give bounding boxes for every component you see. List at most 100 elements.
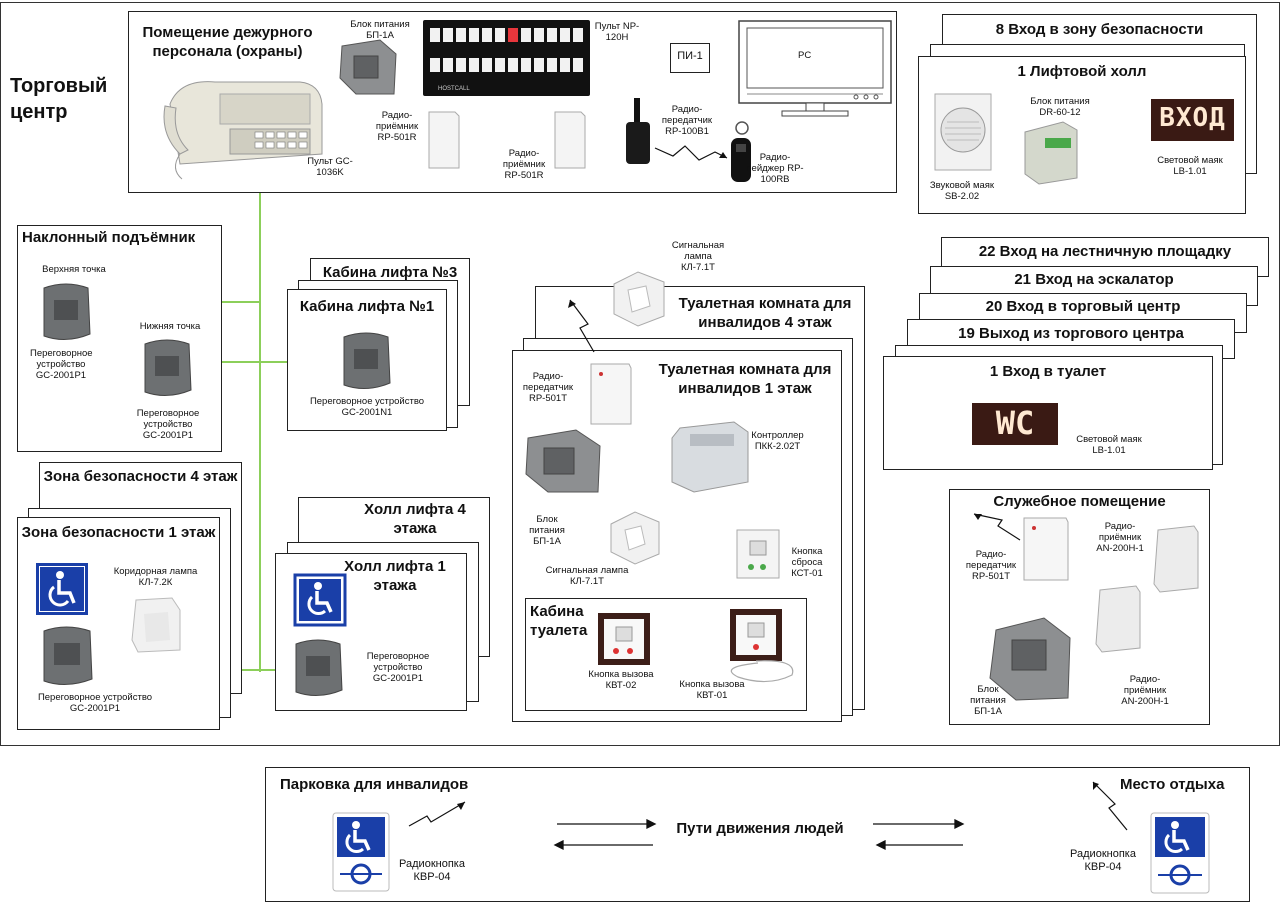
wc-light-beacon-label: Световой маяк LB-1.01 — [1076, 434, 1142, 456]
din-power-device — [1024, 121, 1078, 185]
radio-button-device — [1150, 812, 1210, 894]
signal-lamp-device — [610, 511, 660, 565]
radio-button-right-label: Радиокнопка КВР-04 — [1070, 848, 1136, 873]
safe-entry-front-title: 1 Лифтовой холл — [1017, 63, 1147, 80]
radio-signal-icon — [973, 513, 1021, 541]
paths-label: Пути движения людей — [676, 820, 844, 837]
power-supply-device — [339, 39, 397, 95]
toilet-power-label: Блок питания БП-1А — [529, 514, 565, 547]
safe-zone-device-label: Переговорное устройство GC-2001P1 — [37, 692, 153, 714]
light-beacon-label: Световой маяк LB-1.01 — [1157, 155, 1223, 177]
power-supply-device — [989, 617, 1071, 701]
vhod-sign — [1151, 99, 1234, 141]
radio-signal-icon — [568, 299, 595, 353]
entry-title-20: 20 Вход в торговый центр — [985, 298, 1181, 315]
security-power-label: Блок питания БП-1А — [350, 19, 410, 41]
top-point-label: Верхняя точка — [42, 264, 106, 275]
transmitter-box — [590, 363, 632, 425]
bottom-point-label: Нижняя точка — [139, 321, 201, 332]
corridor-lamp-device — [131, 597, 181, 653]
receiver1-label: Радио-приёмник RP-501R — [375, 110, 419, 143]
power-supply-device — [525, 429, 601, 493]
radio-signal-icon — [408, 801, 466, 827]
service-power-label: Блок питания БП-1А — [970, 684, 1006, 717]
np-panel-label: Пульт NP-120H — [594, 21, 640, 43]
rest-title: Место отдыха — [1120, 776, 1225, 793]
pager-device — [731, 121, 751, 182]
call-button-device — [598, 613, 650, 665]
path-arrows — [553, 818, 965, 851]
receiver-device — [1095, 585, 1141, 653]
pi-label: ПИ-1 — [677, 50, 703, 62]
transmitter-label: Радио-передатчик RP-100B1 — [661, 104, 713, 137]
radio-signal-icon — [1092, 781, 1128, 831]
wheelchair-symbol — [40, 567, 84, 611]
pager-label: Радио-пейджер RP-100RB — [746, 152, 804, 185]
dr-power-label: Блок питания DR-60-12 — [1030, 96, 1090, 118]
security-room-title: Помещение дежурного персонала (охраны) — [142, 24, 313, 60]
reset-button-device — [736, 529, 780, 579]
safe-entry-back-title: 8 Вход в зону безопасности — [995, 21, 1204, 38]
toilet-cabin-title: Кабина туалета — [530, 603, 588, 639]
main-title: Торговый центр — [10, 75, 108, 123]
safe-zone-front-title: Зона безопасности 1 этаж — [21, 524, 216, 541]
signal-lamp-device — [613, 271, 665, 327]
entry-box-1 — [883, 356, 1213, 470]
radio-button-device — [332, 812, 390, 892]
intercom-device — [144, 339, 192, 396]
call-button-device — [730, 609, 794, 683]
service-room — [949, 489, 1210, 725]
inclined-lift-title: Наклонный подъёмник — [22, 229, 196, 246]
wc-sign — [972, 403, 1058, 445]
np-panel-buttons — [430, 28, 583, 72]
vhod-sign-text: ВХОД — [1159, 103, 1226, 133]
call-button-2-label: Кнопка вызова КВТ-01 — [679, 679, 745, 701]
lift-hall-back-title: Холл лифта 4 этажа — [364, 501, 466, 537]
receiver-device — [1153, 525, 1199, 593]
cabin-device-label: Переговорное устройство GC-2001N1 — [309, 396, 425, 418]
toilet-transmitter-label: Радио-передатчик RP-501T — [522, 371, 574, 404]
toilet-front-title: Туалетная комната для инвалидов 1 этаж — [658, 361, 832, 397]
console-device — [163, 81, 323, 180]
corridor-lamp-label: Коридорная лампа КЛ-7.2К — [113, 566, 198, 588]
radio-button-left-label: Радиокнопка КВР-04 — [399, 858, 465, 883]
device-top-label: Переговорное устройство GC-2001P1 — [30, 348, 93, 381]
controller-label: Контроллер ПКК-2.02Т — [751, 430, 804, 452]
entry-title-22: 22 Вход на лестничную площадку — [978, 243, 1232, 260]
toilet-signal-lamp-label: Сигнальная лампа КЛ-7.1Т — [545, 565, 629, 587]
sound-beacon-label: Звуковой маяк SB-2.02 — [929, 180, 995, 202]
entry-title-19: 19 Выход из торгового центра — [958, 325, 1184, 342]
lift-cabin-back-title: Кабина лифта №3 — [322, 264, 458, 281]
radio-signal-icon — [654, 145, 728, 161]
lift-cabin-front-title: Кабина лифта №1 — [299, 298, 435, 315]
lift-hall-device-label: Переговорное устройство GC-2001P1 — [366, 651, 430, 684]
np-panel-brand: HOSTCALL — [438, 86, 470, 92]
device-bottom-label: Переговорное устройство GC-2001P1 — [136, 408, 200, 441]
lift-hall-front-title: Холл лифта 1 этажа — [344, 558, 446, 594]
entry-title-1: 1 Вход в туалет — [989, 363, 1107, 380]
wc-sign-text: WC — [995, 404, 1035, 442]
safe-zone-front — [17, 517, 220, 730]
wheelchair-symbol — [293, 573, 347, 627]
pc-label: PC — [798, 50, 812, 61]
transmitter-box — [1023, 517, 1069, 581]
service-transmitter-label: Радио-передатчик RP-501T — [965, 549, 1017, 582]
receiver-device — [428, 111, 460, 169]
safe-zone-back-title: Зона безопасности 4 этаж — [43, 468, 238, 485]
call-button-1-label: Кнопка вызова КВТ-02 — [588, 669, 654, 691]
intercom-device — [43, 626, 93, 685]
pc-monitor — [738, 20, 892, 117]
receiver-device — [554, 111, 586, 169]
parking-title: Парковка для инвалидов — [280, 776, 469, 793]
entry-title-21: 21 Вход на эскалатор — [1014, 271, 1174, 288]
speaker-device — [934, 93, 992, 171]
reset-button-label: Кнопка сброса КСТ-01 — [791, 546, 823, 579]
controller-device — [671, 421, 749, 493]
transmitter-device — [626, 98, 650, 164]
toilet-back-title: Туалетная комната для инвалидов 4 этаж — [678, 295, 852, 331]
pi-box — [670, 43, 710, 73]
intercom-device — [43, 283, 91, 340]
console-label: Пульт GC-1036K — [307, 156, 353, 178]
receiver2-label: Радио-приёмник RP-501R — [502, 148, 546, 181]
intercom-device — [343, 332, 391, 389]
